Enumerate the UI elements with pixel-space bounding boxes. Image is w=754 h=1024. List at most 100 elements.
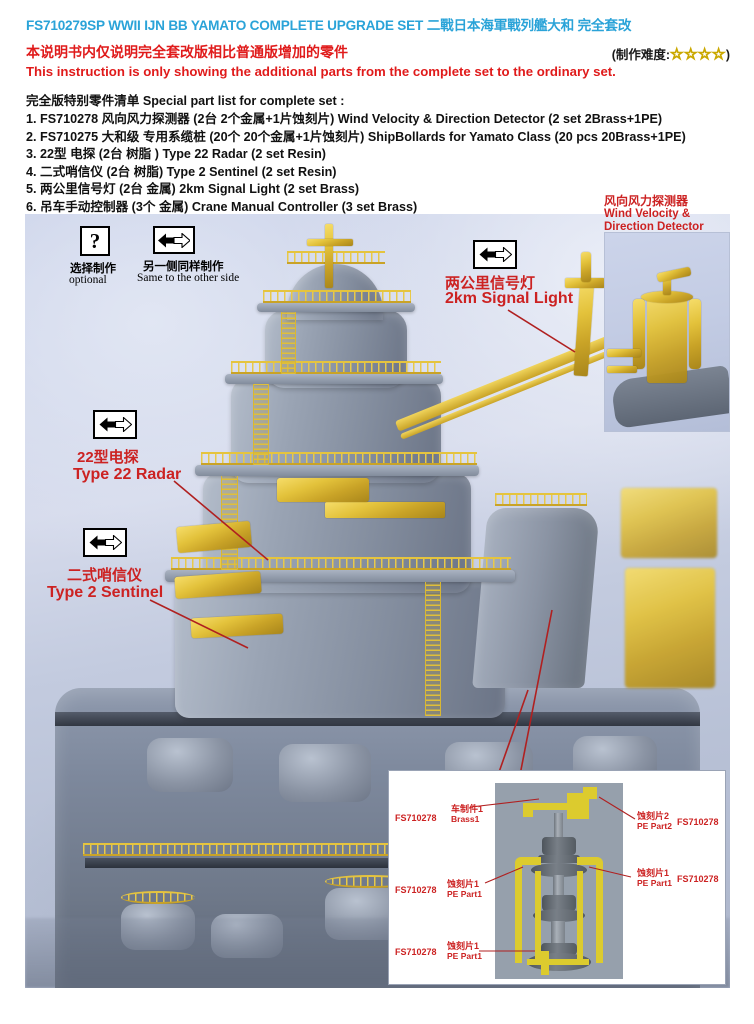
secondary-turret: [279, 744, 371, 802]
leader-line: [598, 796, 636, 820]
inset-title-en-line1: Wind Velocity &: [604, 208, 691, 220]
diagram-label-cn: 车制件1: [451, 804, 484, 814]
inset-title-en-line2: Direction Detector: [604, 221, 704, 233]
diagram-label-cn: 蚀刻片2: [637, 811, 670, 821]
funnel: [472, 508, 600, 688]
diagram-label-cn: 蚀刻片1: [447, 941, 480, 951]
list-item: 1. FS710278 风向风力探测器 (2台 2个金属+1片蚀刻片) Wind…: [26, 112, 663, 126]
page-title: FS710279SP WWII IJN BB YAMATO COMPLETE U…: [26, 18, 632, 33]
difficulty-stars: ☆☆☆☆: [670, 46, 726, 64]
platform: [257, 303, 415, 312]
difficulty-close-paren: ): [725, 48, 730, 62]
subtitle-english: This instruction is only showing the add…: [26, 64, 616, 79]
mirror-label-cn: 另一侧同样制作: [143, 261, 224, 273]
diagram-label-en: PE Part1: [447, 951, 482, 961]
diagram-code-brass1: FS710278: [395, 813, 437, 823]
signal-light-part: [565, 278, 605, 288]
brass1-shaft: [551, 921, 565, 947]
wind-detector-support: [633, 299, 645, 369]
list-item: 4. 二式哨信仪 (2台 树脂) Type 2 Sentinel (2 set …: [26, 164, 337, 179]
pe-ladder: [253, 384, 269, 465]
diagram-label-brass1: 车制件1 Brass1: [451, 804, 483, 824]
optional-label-en: optional: [69, 274, 107, 286]
pe-structure: [625, 568, 715, 688]
pe-ladder: [425, 582, 441, 716]
callout-sentinel-icon-box: [83, 528, 127, 557]
diagram-label-en: PE Part2: [637, 821, 672, 831]
pe-part2-arm: [523, 803, 575, 810]
callout-type22-cn: 22型电探: [77, 449, 139, 466]
list-item: 6. 吊车手动控制器 (3个 金属) Crane Manual Controll…: [26, 199, 418, 214]
list-item: 3. 22型 电探 (2台 树脂 ) Type 22 Radar (2 set …: [26, 147, 327, 161]
pe-part1-right-leg: [596, 863, 603, 963]
pe-ladder: [281, 312, 296, 374]
brass1-ring: [538, 855, 580, 863]
diagram-label-pe2: 蚀刻片2 PE Part2: [637, 811, 672, 831]
wind-detector-mast: [663, 273, 671, 295]
pe-part1-right-top: [577, 857, 603, 865]
double-arrow-icon: [479, 247, 512, 262]
inset-railing: [607, 349, 641, 357]
signal-light-mast: [581, 252, 591, 282]
diagram-code-pe1-left: FS710278: [395, 885, 437, 895]
optional-icon-box: ?: [80, 226, 110, 256]
question-mark-icon: ?: [89, 228, 101, 253]
wind-detector-support: [689, 299, 701, 369]
assembly-diagram-panel: FS710278 车制件1 Brass1 蚀刻片2 PE Part2 FS710…: [388, 770, 726, 985]
pe-railing: [495, 493, 587, 506]
difficulty-label: (制作难度:: [611, 48, 671, 62]
pe-part1-left-top: [515, 857, 541, 865]
pe-part2-tab: [523, 803, 533, 817]
pe-deck-part: [277, 478, 369, 502]
diagram-code-pe1-bottom: FS710278: [395, 947, 437, 957]
diagram-leader-lines: [470, 796, 636, 952]
pe-part1-left-leg: [515, 863, 522, 963]
double-arrow-icon: [158, 232, 190, 248]
brass1-disc: [531, 863, 587, 877]
platform: [195, 465, 479, 476]
wind-detector-vane: [656, 266, 692, 283]
pe-gun-tub: [121, 891, 195, 904]
wind-detector-vane-disc: [641, 291, 693, 303]
diagram-code-pe1-right: FS710278: [677, 874, 719, 884]
callout-type22-icon-box: [93, 410, 137, 439]
leader-line: [484, 866, 524, 884]
platform: [225, 374, 443, 384]
inset-railing: [607, 366, 637, 373]
deck-band: [85, 858, 670, 868]
leader-line: [470, 798, 540, 808]
tower-level-1: [175, 578, 505, 718]
diagram-label-en: Brass1: [451, 814, 480, 824]
pe-deck-part: [325, 502, 445, 518]
brass1-collar: [542, 837, 576, 855]
diagram-code-pe2: FS710278: [677, 817, 719, 827]
diagram-label-cn: 蚀刻片1: [637, 868, 670, 878]
pe-part1-inner-leg: [535, 871, 541, 963]
main-mast: [325, 224, 333, 288]
secondary-turret: [147, 738, 233, 792]
diagram-label-pe1-right: 蚀刻片1 PE Part1: [637, 868, 672, 888]
pe-railing: [287, 251, 385, 264]
mirror-icon-box: [153, 226, 195, 254]
callout-signal-light-icon-box: [473, 240, 517, 269]
brass1-shaft: [553, 875, 564, 903]
mast-yard: [307, 239, 353, 246]
subtitle-chinese: 本说明书内仅说明完全套改版相比普通版增加的零件: [26, 44, 348, 60]
brass1-collar: [542, 895, 576, 911]
pe-railing: [231, 361, 441, 374]
double-arrow-icon: [99, 417, 132, 432]
diagram-label-en: PE Part1: [637, 878, 672, 888]
pe-railing: [201, 452, 477, 465]
wind-detector-brass-part: [647, 295, 687, 383]
brass1-disc: [533, 909, 585, 922]
parts-list-heading: 完全版特别零件清单 Special part list for complete…: [26, 94, 345, 108]
diagram-label-pe1-left: 蚀刻片1 PE Part1: [447, 879, 482, 899]
brass1-collar: [541, 943, 577, 955]
difficulty-rating: (制作难度:☆☆☆☆): [611, 44, 730, 64]
diagram-stage-background: [495, 783, 623, 979]
mirror-label-en: Same to the other side: [137, 272, 240, 284]
instruction-header: FS710279SP WWII IJN BB YAMATO COMPLETE U…: [0, 0, 754, 214]
callout-sentinel-en: Type 2 Sentinel: [47, 584, 164, 601]
brass1-shaft: [554, 813, 563, 853]
list-item: 2. FS710275 大和级 专用系缆桩 (20个 20个金属+1片蚀刻片) …: [26, 129, 686, 144]
